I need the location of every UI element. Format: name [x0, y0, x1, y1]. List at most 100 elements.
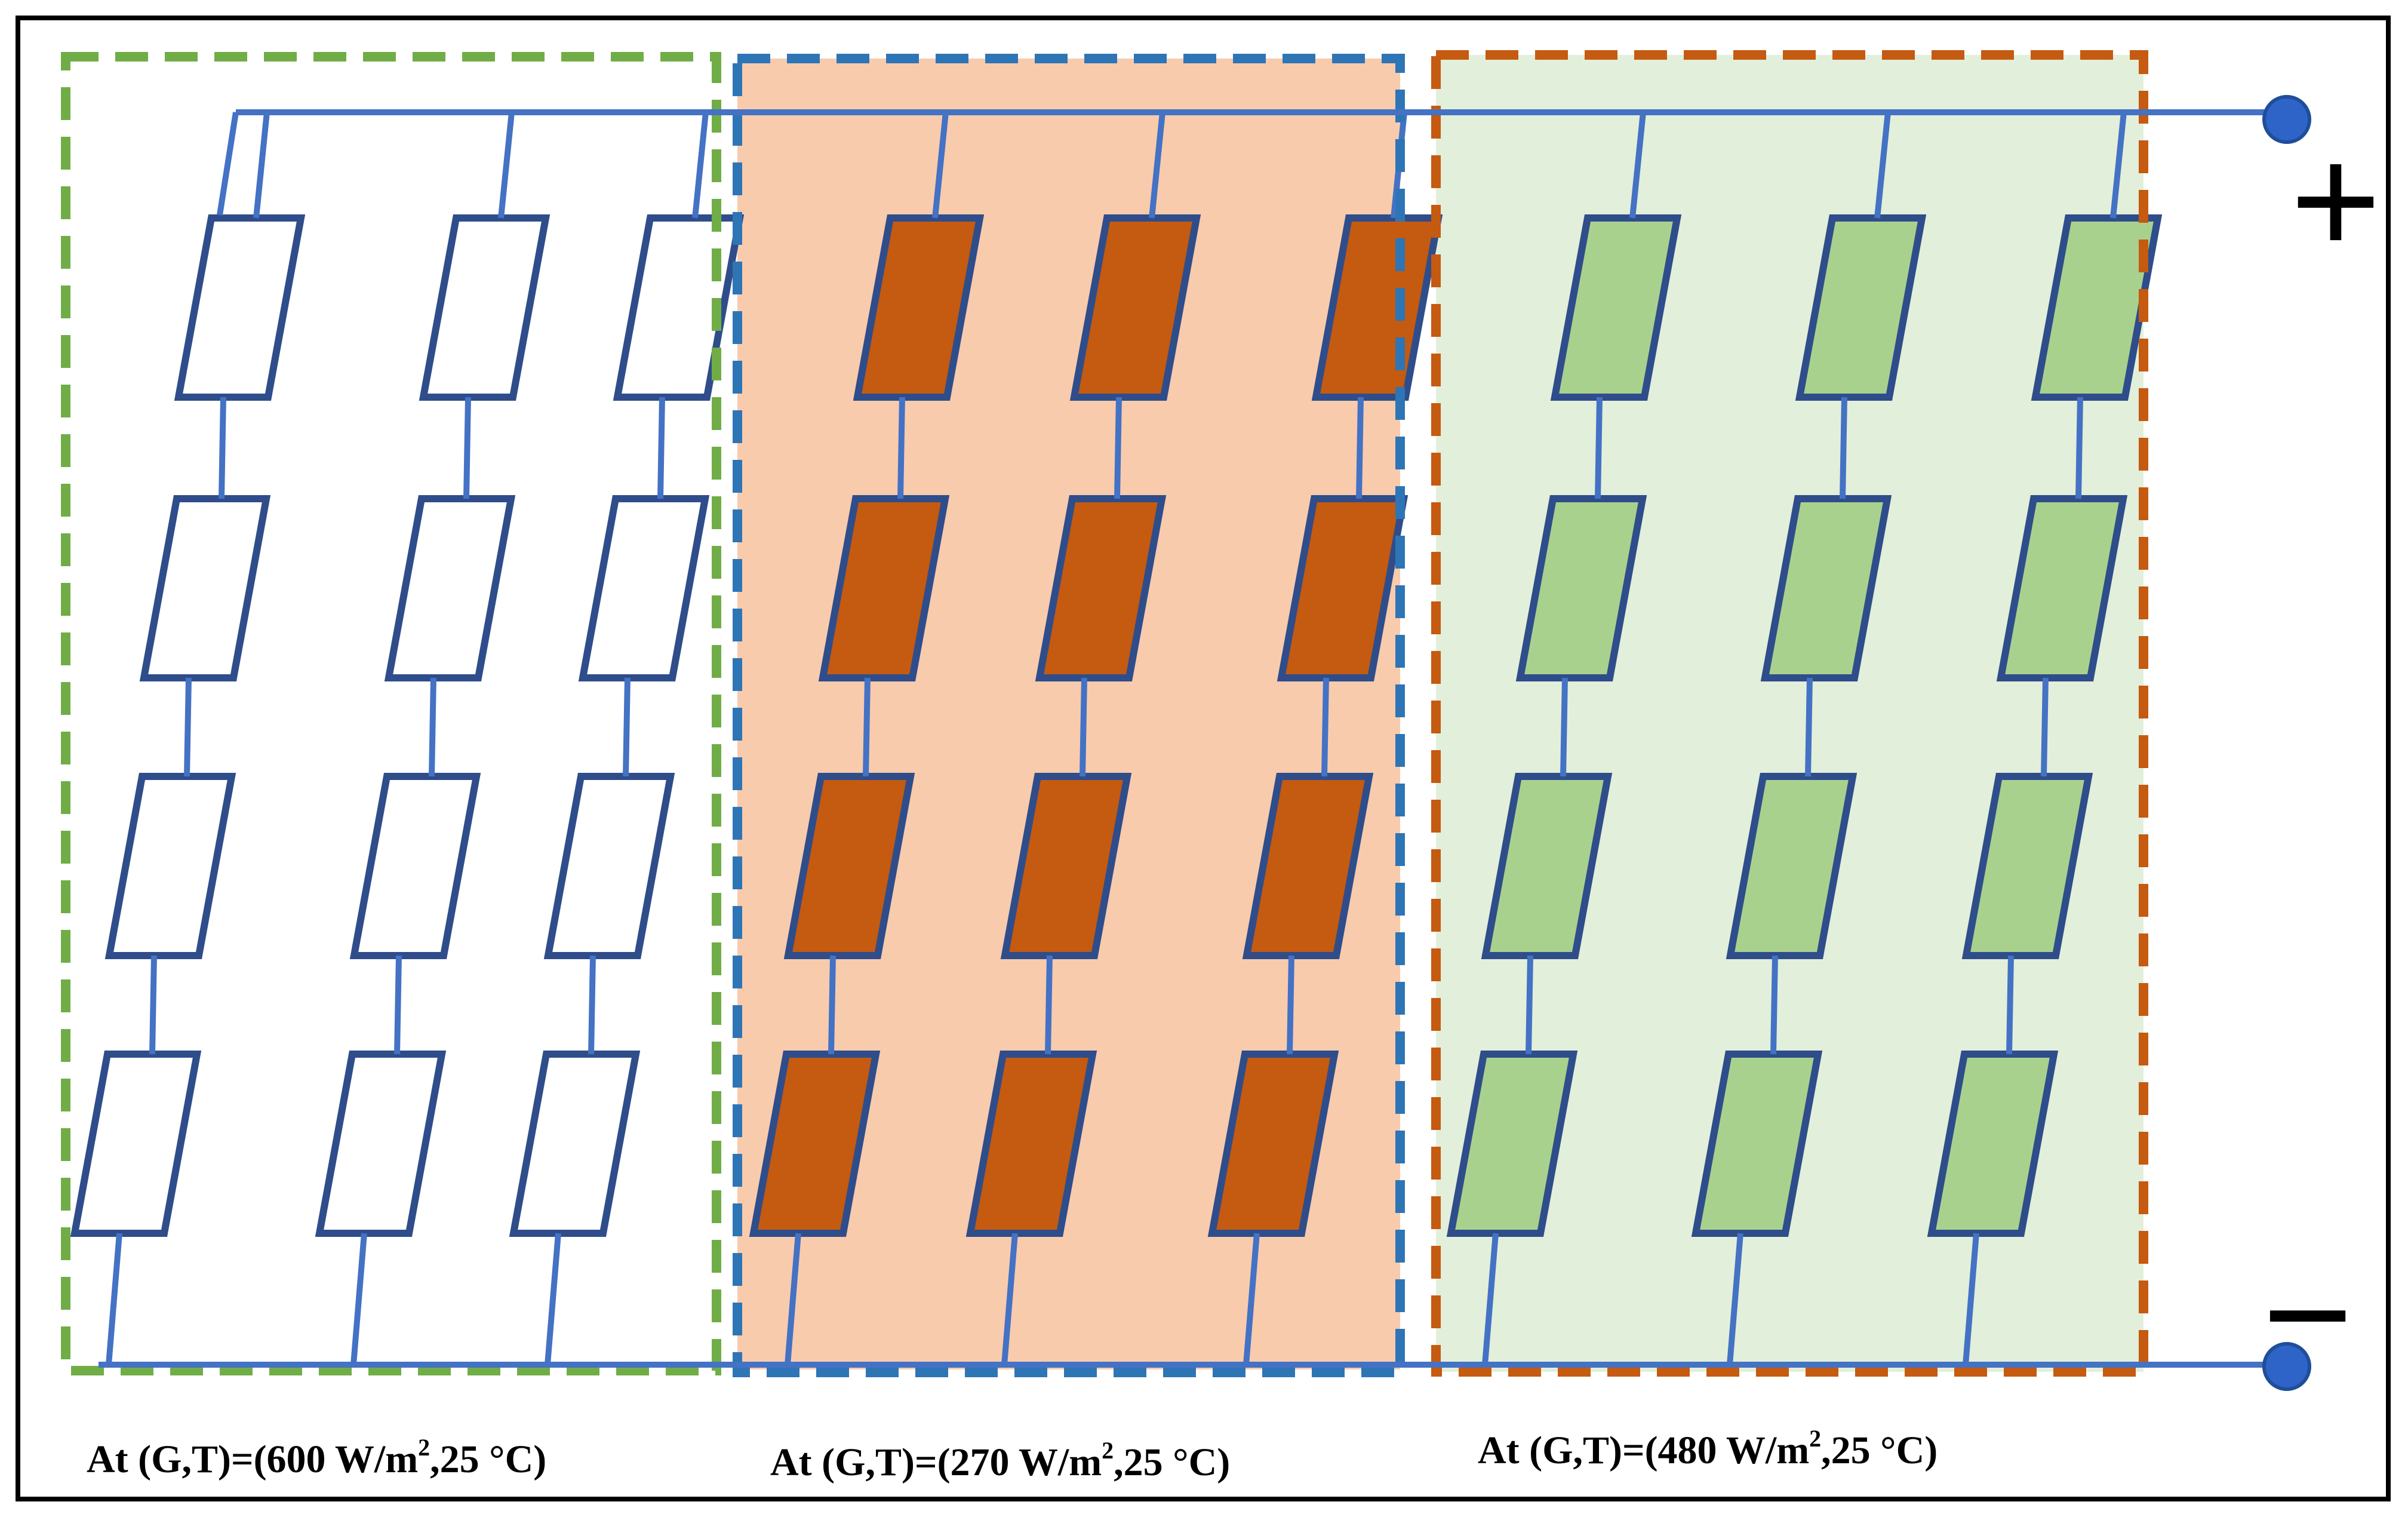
group-2-caption-sup: 2 [1102, 1437, 1114, 1464]
group-3-string-3-wire-top [2110, 112, 2127, 219]
group-3-string-1-wire-1 [1526, 955, 1533, 1055]
group-3-string-1-cell-1 [1446, 1051, 1578, 1237]
negative-sign: − [2262, 1228, 2353, 1401]
group-1-string-2-wire-bottom [350, 1233, 367, 1365]
group-3-string-1-wire-bottom [1482, 1233, 1499, 1365]
group-3-caption-suffix: ,25 °C) [1821, 1429, 1938, 1472]
pv-cells-layer [70, 112, 2163, 1365]
group-1-string-2-cell-1 [315, 1051, 447, 1237]
group-2-string-2-cell-2 [1000, 773, 1132, 959]
group-2-string-2-wire-2 [1080, 677, 1087, 777]
group-3-string-1-cell-3 [1515, 495, 1647, 681]
group-2-string-1-cell-3 [818, 495, 950, 681]
outer-frame [16, 16, 2391, 1501]
group-1-string-3-wire-2 [623, 677, 631, 777]
group-3-caption-prefix: At (G,T)=(480 W/m [1478, 1429, 1809, 1472]
group-3-string-1-cell-2 [1481, 773, 1613, 959]
group-2-string-1-wire-1 [828, 955, 836, 1055]
group-3-string-3-wire-1 [2006, 955, 2014, 1055]
group-1-string-1-cell-3 [139, 495, 271, 681]
group-1-string-1-wire-top [253, 112, 270, 219]
group-3-string-3-wire-2 [2041, 677, 2049, 777]
group-3-string-2-cell-1 [1691, 1051, 1823, 1237]
group-1-string-3-cell-4 [613, 214, 745, 401]
group-2-string-2-wire-top [1149, 112, 1165, 219]
group-3-string-1-wire-3 [1595, 397, 1603, 499]
group-2-string-1-cell-1 [749, 1051, 881, 1237]
group-1-string-1-cell-4 [174, 214, 306, 401]
group-3-string-3-cell-3 [1996, 495, 2128, 681]
group-3-caption: At (G,T)=(480 W/m2,25 °C) [1478, 1425, 1938, 1472]
group-2-string-1-cell-2 [783, 773, 915, 959]
group-2-string-1-wire-2 [863, 677, 871, 777]
group-1-string-3-cell-1 [509, 1051, 641, 1237]
group-2-border [733, 54, 1405, 1377]
group-3-string-1-wire-top [1629, 112, 1646, 219]
group-2-string-3-wire-1 [1287, 955, 1294, 1055]
group-1-string-1-wire-bottom [106, 1233, 122, 1365]
group-1-string-3-wire-top [692, 112, 709, 219]
group-1-string-3-wire-bottom [545, 1233, 561, 1365]
group-2-string-1-wire-top [932, 112, 949, 219]
group-1-string-2-wire-top [498, 112, 515, 219]
group-3-string-3-cell-2 [1961, 773, 2093, 959]
group-1-string-1-wire-3 [219, 397, 226, 499]
group-2-string-3-wire-3 [1356, 397, 1364, 499]
group-3-string-2-wire-1 [1770, 955, 1778, 1055]
group-1-caption-suffix: ,25 °C) [430, 1438, 546, 1481]
group-1-string-1-wire-2 [184, 677, 192, 777]
top-bus-left-link [217, 112, 239, 216]
group-3-string-2-cell-2 [1726, 773, 1857, 959]
group-2-string-2-cell-1 [965, 1051, 1097, 1237]
group-2-string-2-wire-bottom [1001, 1233, 1018, 1365]
group-3-string-3-wire-bottom [1963, 1233, 1979, 1365]
group-1-caption-prefix: At (G,T)=(600 W/m [87, 1438, 418, 1481]
group-1-string-3-wire-1 [588, 955, 596, 1055]
group-2-string-2-wire-3 [1114, 397, 1122, 499]
group-1-string-1-cell-2 [104, 773, 236, 959]
group-1-string-2-cell-3 [384, 495, 516, 681]
group-3-border [1431, 50, 2148, 1377]
group-3-string-3-wire-3 [2075, 397, 2083, 499]
group-3-string-2-cell-4 [1795, 214, 1927, 401]
group-2-string-1-cell-4 [853, 214, 985, 401]
group-2-string-3-cell-1 [1207, 1051, 1339, 1237]
group-1-string-3-cell-3 [578, 495, 710, 681]
negative-terminal [2262, 1342, 2311, 1391]
group-2-caption-suffix: ,25 °C) [1114, 1441, 1230, 1484]
group-1-string-2-wire-1 [394, 955, 402, 1055]
group-2-caption: At (G,T)=(270 W/m2,25 °C) [770, 1437, 1230, 1484]
group-3-string-2-wire-top [1874, 112, 1891, 219]
group-3-string-2-wire-bottom [1727, 1233, 1743, 1365]
group-2-caption-prefix: At (G,T)=(270 W/m [770, 1441, 1102, 1484]
group-1-string-1-cell-1 [70, 1051, 202, 1237]
group-1-string-2-wire-3 [463, 397, 471, 499]
group-3-string-3-cell-4 [2031, 214, 2163, 401]
group-1-border [61, 52, 721, 1375]
group-2-string-2-cell-3 [1035, 495, 1167, 681]
group-1-string-3-cell-2 [543, 773, 675, 959]
group-1-string-2-wire-2 [429, 677, 436, 777]
group-1-string-3-wire-3 [657, 397, 665, 499]
group-3-string-2-wire-2 [1805, 677, 1813, 777]
group-2-string-3-wire-2 [1321, 677, 1329, 777]
group-1-caption: At (G,T)=(600 W/m2,25 °C) [87, 1434, 546, 1481]
group-3-string-2-cell-3 [1760, 495, 1892, 681]
positive-sign: + [2290, 114, 2381, 287]
group-2-string-3-wire-bottom [1243, 1233, 1260, 1365]
group-3-string-1-cell-4 [1550, 214, 1682, 401]
group-1-string-2-cell-2 [349, 773, 481, 959]
group-1-caption-sup: 2 [418, 1434, 430, 1461]
group-1-string-1-wire-1 [149, 955, 157, 1055]
group-3-string-1-wire-2 [1560, 677, 1568, 777]
group-3-caption-sup: 2 [1809, 1425, 1821, 1452]
positive-terminal [2262, 95, 2311, 144]
group-2-string-2-wire-1 [1045, 955, 1053, 1055]
group-2-string-3-cell-2 [1242, 773, 1374, 959]
group-2-string-2-cell-4 [1069, 214, 1201, 401]
group-3-string-2-wire-3 [1840, 397, 1847, 499]
group-2-string-1-wire-bottom [785, 1233, 801, 1365]
group-2-string-1-wire-3 [897, 397, 905, 499]
group-3-string-3-cell-1 [1927, 1051, 2059, 1237]
